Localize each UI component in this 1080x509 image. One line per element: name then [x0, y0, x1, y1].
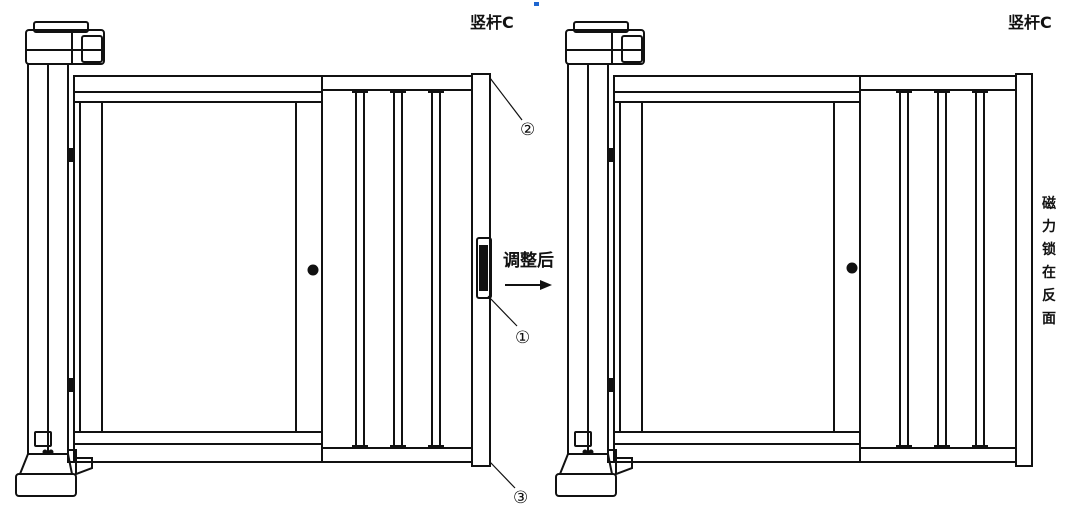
gate-before [15, 21, 523, 497]
magnetic-lock [476, 237, 492, 299]
moving-leaf-after [613, 75, 861, 463]
moving-leaf [73, 75, 323, 463]
magnetic-lock-note-2: 锁 [1042, 241, 1056, 258]
pole-c-after [1015, 73, 1033, 467]
gate-after [555, 21, 1033, 497]
main-post [15, 63, 77, 497]
handle-knob [307, 264, 319, 276]
handle-knob-after [846, 262, 858, 274]
magnetic-lock-note-5: 面 [1042, 311, 1056, 327]
grille-section [321, 75, 473, 463]
pole-c-label-right: 竖杆C [1008, 13, 1052, 32]
pole-c-label-left: 竖杆C [470, 13, 514, 32]
magnetic-lock-note-3: 在 [1042, 264, 1056, 281]
accent-mark [534, 2, 539, 6]
callout-3: ③ [513, 488, 528, 508]
magnetic-lock-note-0: 磁 [1042, 195, 1056, 212]
main-post-after [555, 63, 617, 497]
magnetic-lock-note-1: 力 [1042, 218, 1056, 235]
motor-housing-after [565, 21, 645, 65]
grille-section-after [859, 75, 1017, 463]
motor-housing [25, 21, 105, 65]
arrow-icon [505, 280, 552, 290]
callout-1: ① [515, 328, 530, 348]
callout-2: ② [520, 120, 535, 140]
magnetic-lock-note-4: 反 [1042, 287, 1056, 304]
after-adjust-label: 调整后 [503, 250, 554, 271]
